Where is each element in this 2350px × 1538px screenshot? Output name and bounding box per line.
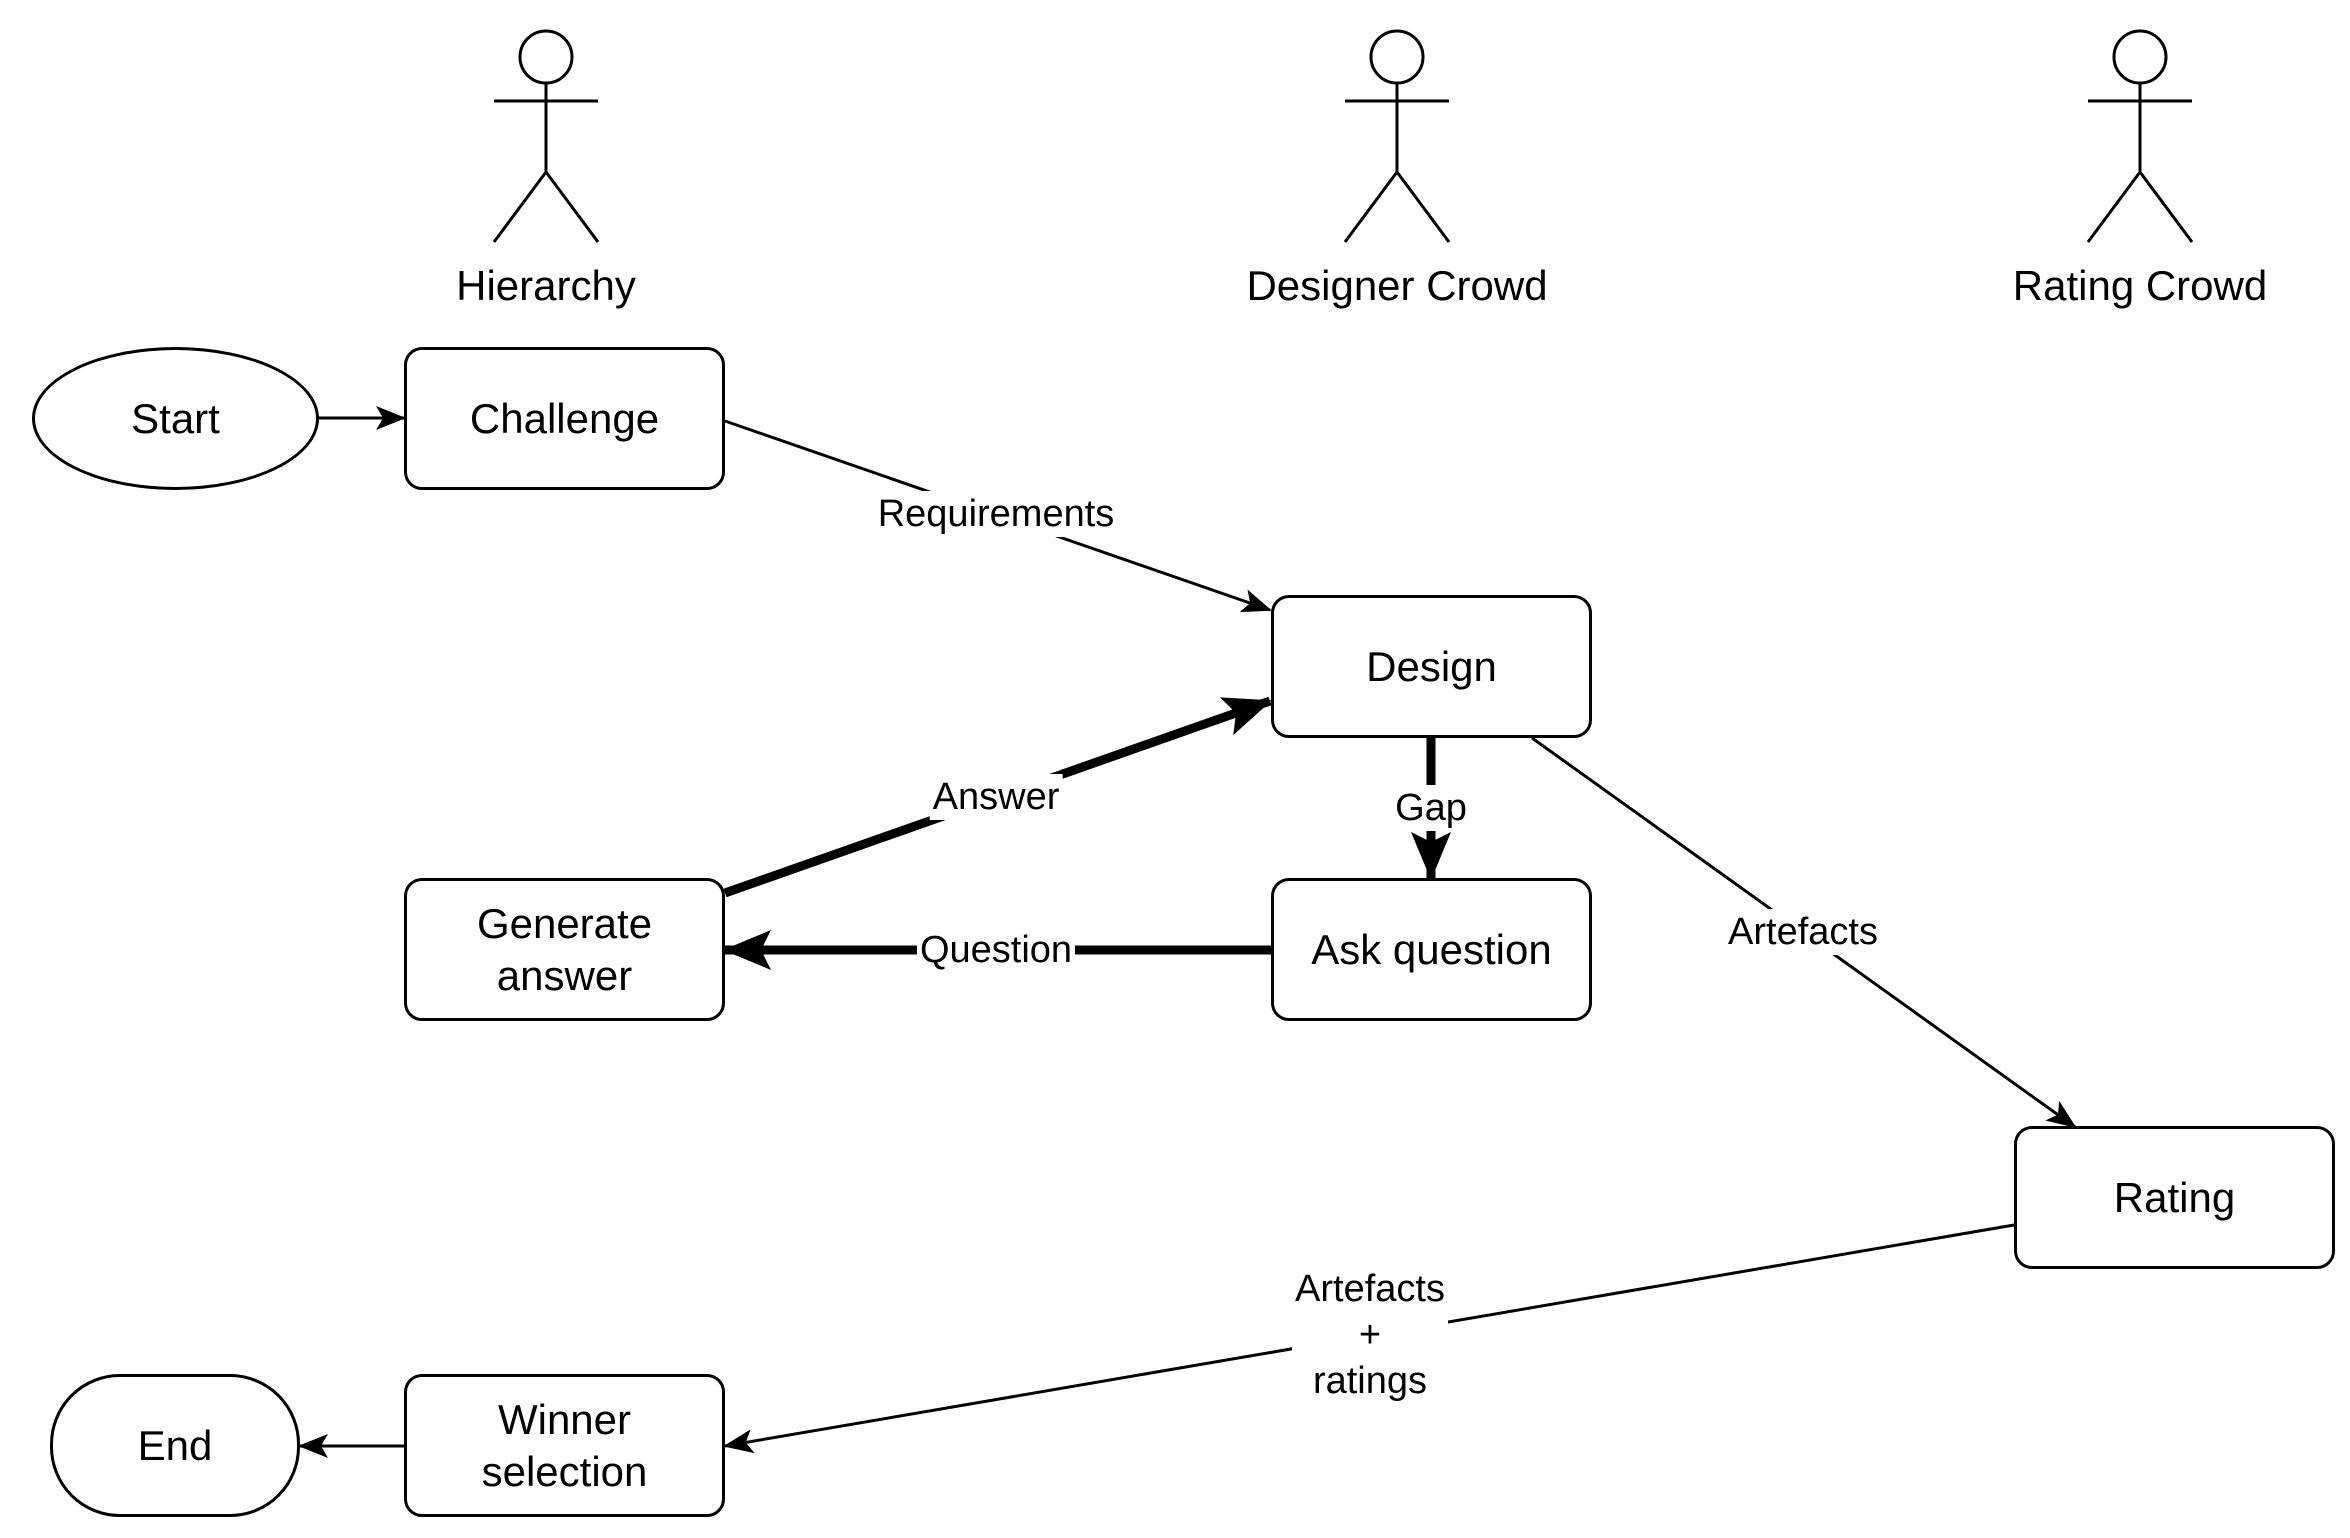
edge-label-artefacts-ratings: Artefacts + ratings — [1292, 1266, 1448, 1404]
actor-label-designer-crowd: Designer Crowd — [1246, 262, 1548, 309]
design-node[interactable]: Design — [1271, 595, 1592, 738]
edge-label-gap: Gap — [1392, 785, 1470, 831]
challenge-node[interactable]: Challenge — [404, 347, 725, 490]
edge-label-question: Question — [916, 927, 1076, 973]
winner-selection-node[interactable]: Winner selection — [404, 1374, 725, 1517]
actor-label-rating-crowd: Rating Crowd — [2012, 262, 2268, 309]
end-node[interactable]: End — [50, 1374, 300, 1517]
start-node[interactable]: Start — [32, 347, 319, 490]
edge-label-answer: Answer — [929, 774, 1063, 820]
actor-designer-crowd-icon — [1343, 29, 1451, 243]
edge-label-requirements: Requirements — [874, 491, 1118, 537]
actor-label-hierarchy: Hierarchy — [456, 262, 636, 309]
edge-label-artefacts: Artefacts — [1725, 909, 1881, 955]
actor-rating-crowd-icon — [2086, 29, 2194, 243]
ask-question-node[interactable]: Ask question — [1271, 878, 1592, 1021]
actor-hierarchy-icon — [492, 29, 600, 243]
generate-answer-node[interactable]: Generate answer — [404, 878, 725, 1021]
rating-node[interactable]: Rating — [2014, 1126, 2335, 1269]
